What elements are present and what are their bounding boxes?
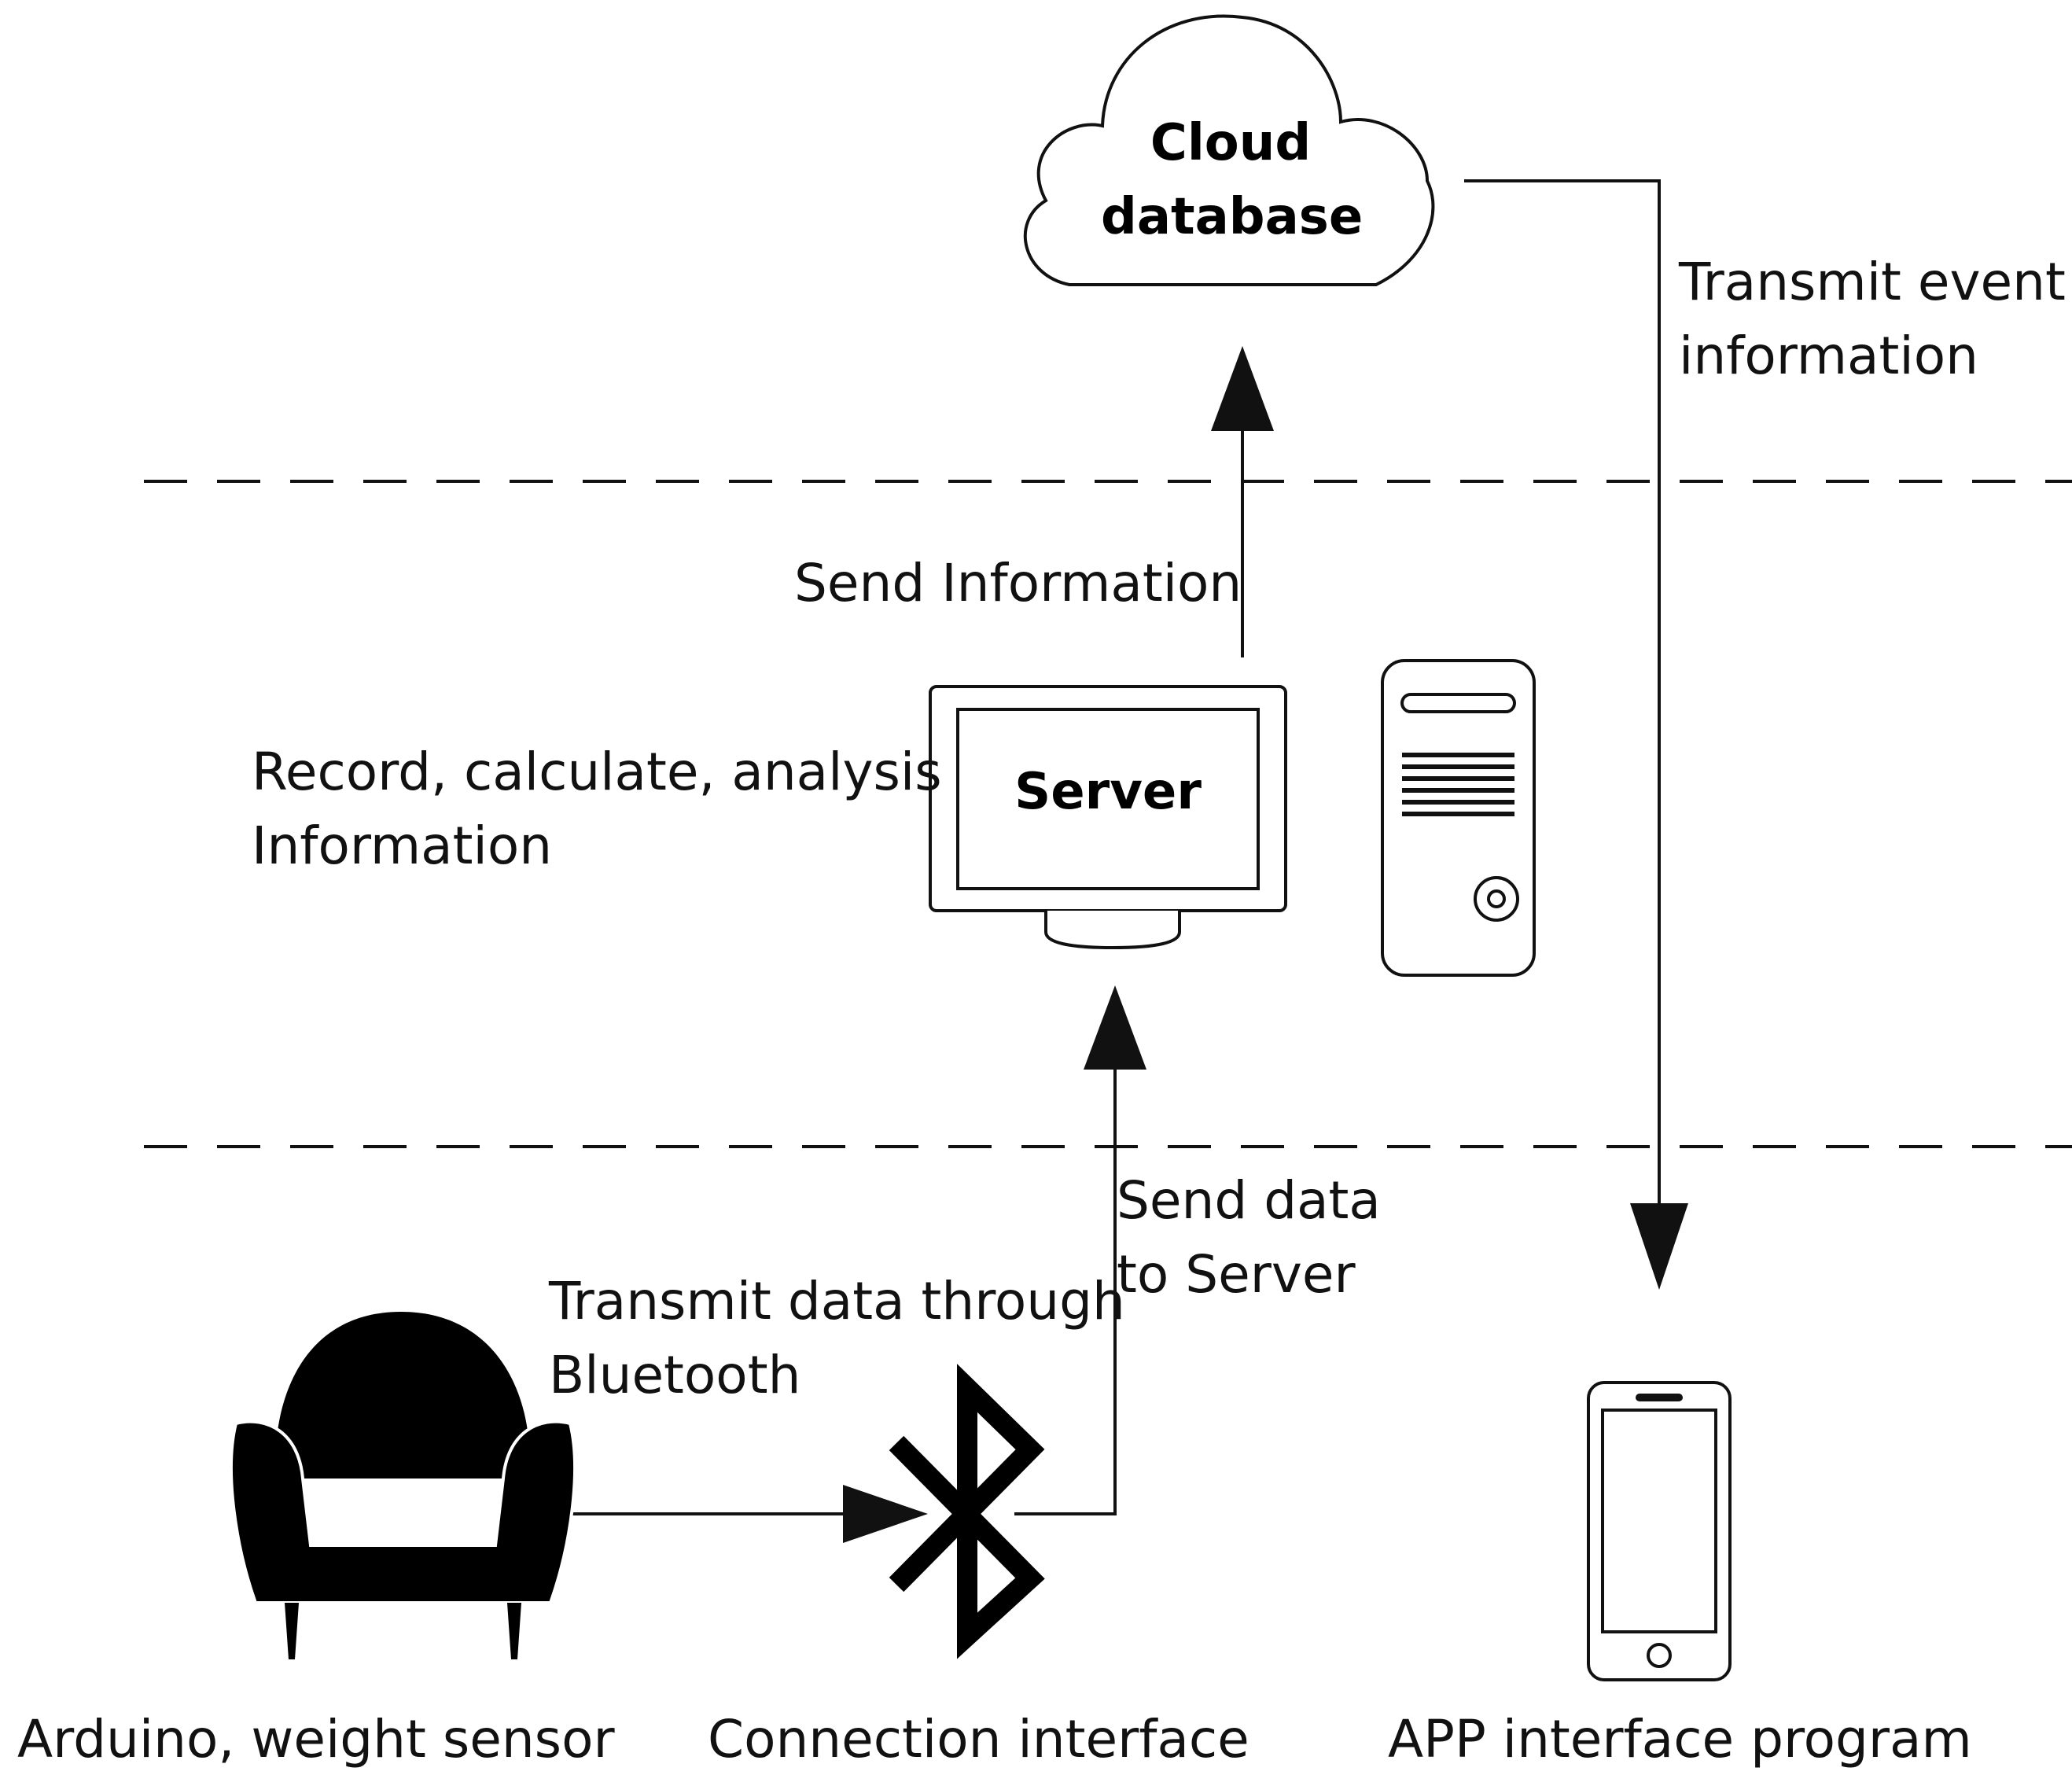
cloud-title-line2: database — [1101, 188, 1364, 246]
send-data-arrow-line — [1014, 1062, 1117, 1515]
cloud-title-line1: Cloud — [1150, 114, 1312, 172]
smartphone-icon — [1587, 1381, 1732, 1681]
send-data-label: Send data to Server — [1117, 1164, 1381, 1312]
record-label: Record, calculate, analysis Information — [252, 735, 942, 883]
server-label: Server — [1014, 763, 1202, 821]
bluetooth-transmit-label: Transmit data through Bluetooth — [549, 1265, 1125, 1412]
send-information-label: Send Information — [794, 553, 1242, 613]
send-data-line1: Send data — [1117, 1170, 1381, 1231]
bluetooth-transmit-line1: Transmit data through — [549, 1271, 1125, 1331]
computer-tower-icon — [1381, 659, 1536, 977]
monitor-icon — [929, 685, 1287, 950]
caption-app: APP interface program — [1388, 1709, 1972, 1769]
send-information-arrowhead — [1211, 346, 1274, 431]
caption-arduino: Arduino, weight sensor — [17, 1709, 615, 1769]
send-data-line2: to Server — [1117, 1244, 1356, 1305]
transmit-event-line2: information — [1679, 326, 1978, 386]
cloud-title: Cloud database — [1101, 106, 1364, 254]
event-arrowhead — [1630, 1203, 1688, 1290]
bluetooth-transmit-line2: Bluetooth — [549, 1345, 801, 1405]
caption-connection: Connection interface — [708, 1709, 1249, 1769]
record-line2: Information — [252, 816, 553, 876]
transmit-event-line1: Transmit event — [1679, 252, 2066, 312]
bluetooth-arrowhead — [843, 1485, 928, 1543]
transmit-event-label: Transmit event information — [1679, 245, 2066, 393]
cloud-icon — [1024, 14, 1435, 286]
record-line1: Record, calculate, analysis — [252, 742, 942, 802]
bluetooth-icon — [889, 1364, 1045, 1659]
event-arrow-line — [1464, 179, 1661, 1211]
send-data-arrowhead — [1084, 985, 1146, 1070]
armchair-icon — [230, 1312, 576, 1659]
